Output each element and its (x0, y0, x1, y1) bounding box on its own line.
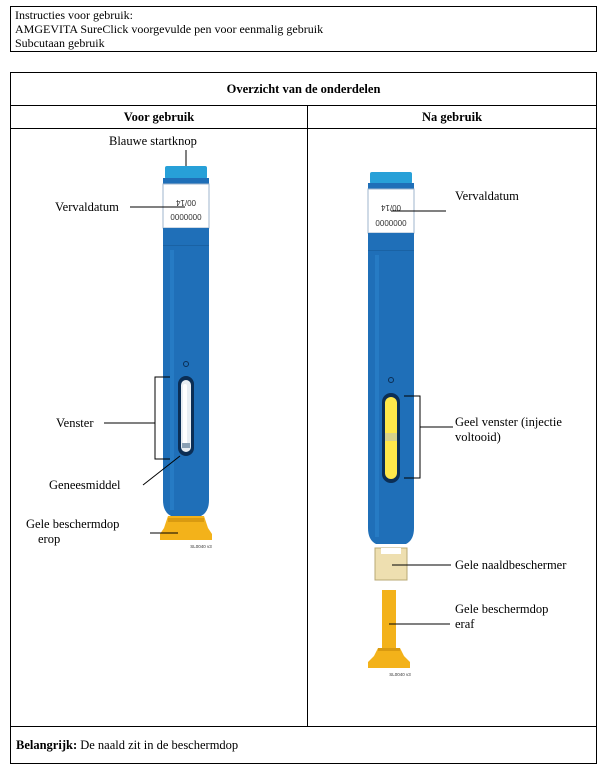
lot-code-text-after: 0000000 (375, 219, 407, 228)
label-yellow-cap-off: Gele beschermdop eraf (455, 602, 549, 631)
part-code-right: SL0040 v3 (389, 672, 411, 677)
header-line-1: Instructies voor gebruik: (15, 8, 133, 22)
expiry-label-area (162, 183, 210, 229)
parts-overview-table: Overzicht van de onderdelen Voor gebruik… (10, 72, 597, 764)
label-needle-guard: Gele naaldbeschermer (455, 558, 567, 572)
important-text: De naald zit in de beschermdop (77, 737, 239, 752)
header-line-3: Subcutaan gebruik (15, 36, 105, 50)
column-header-before-use: Voor gebruik (11, 106, 307, 129)
label-window: Venster (56, 416, 94, 430)
pen-after-use: 00/14 0000000 SL0040 v3 (367, 172, 453, 677)
lot-code-text: 0000000 (170, 213, 202, 222)
medicine-plunger (182, 443, 190, 448)
expiry-date-text: 00/14 (175, 198, 196, 207)
column-divider (307, 106, 308, 726)
expiry-date-text-after: 00/14 (380, 203, 401, 212)
pen-before-use: 00/14 0000000 SL0040 v3 (104, 150, 212, 549)
label-yellow-window: Geel venster (injectie voltooid) (455, 415, 562, 444)
label-expiry-date-after: Vervaldatum (455, 189, 519, 203)
label-expiry-date: Vervaldatum (55, 200, 119, 214)
blue-start-button (165, 166, 207, 179)
yellow-cap-off (382, 590, 396, 650)
label-yellow-cap-on: Gele beschermdop erop (26, 517, 120, 546)
label-medicine: Geneesmiddel (49, 478, 121, 492)
label-blue-start-button: Blauwe startknop (109, 134, 197, 148)
part-code-left: SL0040 v3 (190, 544, 212, 549)
header-line-2: AMGEVITA SureClick voorgevulde pen voor … (15, 22, 324, 36)
important-label: Belangrijk: (16, 737, 78, 752)
instructions-header: Instructies voor gebruik: AMGEVITA SureC… (10, 6, 597, 52)
important-note: Belangrijk: De naald zit in de beschermd… (11, 726, 596, 763)
table-title: Overzicht van de onderdelen (11, 73, 596, 106)
column-header-after-use: Na gebruik (308, 106, 596, 129)
